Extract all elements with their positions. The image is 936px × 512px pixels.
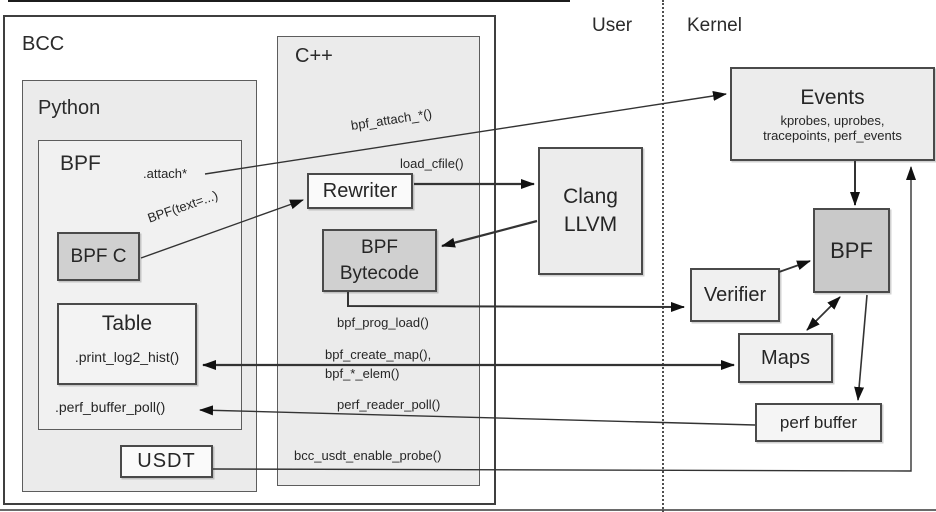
attach-method-label: .attach* xyxy=(143,166,188,181)
perf-reader-poll-label: perf_reader_poll() xyxy=(337,397,441,412)
kernel-bpf-label: BPF xyxy=(830,237,873,263)
bcc-usdt-enable-probe-label: bcc_usdt_enable_probe() xyxy=(294,448,442,463)
verifier-label: Verifier xyxy=(703,283,767,306)
maps-node: Maps xyxy=(738,333,833,383)
bpf-prog-load-label: bpf_prog_load() xyxy=(337,315,429,330)
usdt-label: USDT xyxy=(137,450,196,472)
bpf-python-group-box xyxy=(38,140,242,430)
bcc-group-label: BCC xyxy=(22,33,65,55)
usdt-node: USDT xyxy=(120,445,213,478)
edge-verifier-to-kernelbpf xyxy=(778,260,811,273)
kernel-region-label: Kernel xyxy=(687,15,742,36)
bpf-python-group-label: BPF xyxy=(60,152,101,175)
kernel-bpf-node: BPF xyxy=(813,208,890,293)
clang-llvm-node: Clang LLVM xyxy=(538,147,643,275)
edge-kernelbpf-to-perfbuffer xyxy=(854,294,868,401)
events-subtitle-2: tracepoints, perf_events xyxy=(763,127,902,143)
events-subtitle-1: kprobes, uprobes, xyxy=(780,112,885,128)
rewriter-node: Rewriter xyxy=(307,173,413,209)
table-title: Table xyxy=(101,312,153,335)
user-region-label: User xyxy=(592,15,633,36)
edge-kernelbpf-maps-bidirectional xyxy=(806,296,841,331)
bpf-elem-label: bpf_*_elem() xyxy=(325,366,400,381)
table-method-label: .print_log2_hist() xyxy=(74,349,180,365)
perf-buffer-node: perf buffer xyxy=(755,403,882,442)
bpf-create-map-label: bpf_create_map(), xyxy=(325,347,432,362)
top-edge-line xyxy=(8,0,570,2)
clang-line2: LLVM xyxy=(563,213,618,236)
events-node: Events kprobes, uprobes, tracepoints, pe… xyxy=(730,67,935,161)
table-node: Table .print_log2_hist() xyxy=(57,303,197,385)
clang-line1: Clang xyxy=(563,184,618,208)
verifier-node: Verifier xyxy=(690,268,780,322)
rewriter-label: Rewriter xyxy=(322,179,398,202)
bpf-c-label: BPF C xyxy=(70,245,127,267)
cpp-group-label: C++ xyxy=(295,45,333,67)
user-kernel-divider xyxy=(662,0,664,512)
bpf-c-node: BPF C xyxy=(57,232,140,281)
bpf-bytecode-line1: BPF xyxy=(361,236,398,258)
bpf-bytecode-node: BPF Bytecode xyxy=(322,229,437,292)
events-title: Events xyxy=(800,85,865,109)
perf-buffer-poll-label: .perf_buffer_poll() xyxy=(55,399,166,415)
python-group-label: Python xyxy=(38,97,101,119)
perf-buffer-label: perf buffer xyxy=(779,412,858,432)
maps-label: Maps xyxy=(761,346,810,369)
load-cfile-label: load_cfile() xyxy=(400,156,464,171)
bpf-bytecode-line2: Bytecode xyxy=(339,262,420,284)
bottom-edge-line xyxy=(0,509,936,511)
